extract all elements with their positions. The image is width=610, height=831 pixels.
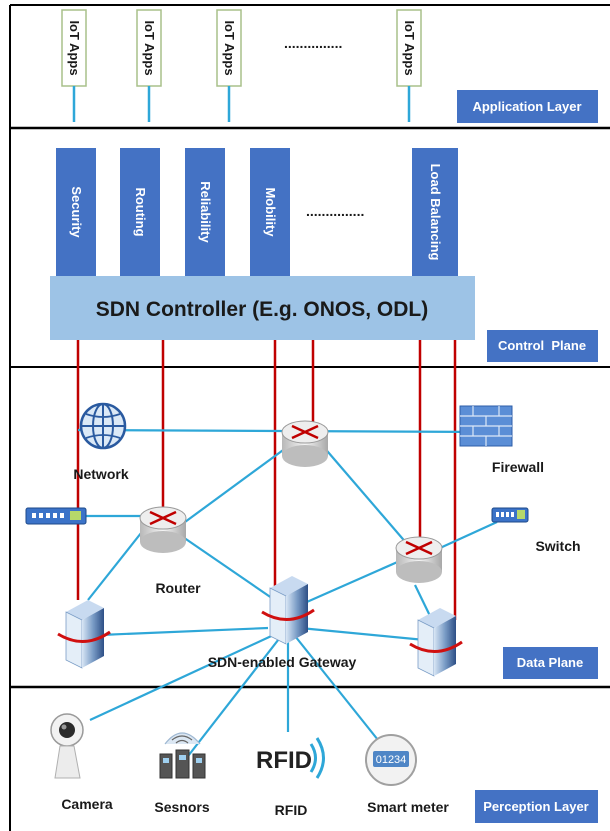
iot-app-1-label: IoT Apps xyxy=(67,20,82,75)
sdn-controller: SDN Controller (E.g. ONOS, ODL) xyxy=(50,276,475,340)
router-left-icon xyxy=(139,506,187,553)
iot-app-2: IoT Apps xyxy=(136,9,162,122)
sdn-controller-label: SDN Controller (E.g. ONOS, ODL) xyxy=(96,298,429,321)
iot-app-4-label: IoT Apps xyxy=(402,20,417,75)
perception-layer-badge: Perception Layer xyxy=(475,790,598,823)
network-label: Network xyxy=(73,466,128,482)
gateway-center-icon xyxy=(261,576,315,645)
rfid-label: RFID xyxy=(275,802,308,818)
sensors-icon xyxy=(159,732,206,779)
globe-icon xyxy=(79,402,127,450)
service-security: Security xyxy=(56,148,96,276)
service-load-balancing: Load Balancing xyxy=(412,148,458,276)
application-layer-badge: Application Layer xyxy=(457,90,598,123)
service-routing: Routing xyxy=(120,148,160,276)
iot-app-3: IoT Apps xyxy=(216,9,242,122)
service-reliability: Reliability xyxy=(185,148,225,276)
gateway-left-icon xyxy=(57,600,111,669)
service-security-label: Security xyxy=(69,186,84,238)
rfid-icon: RFID xyxy=(256,737,325,779)
perception-layer-label: Perception Layer xyxy=(483,799,589,814)
firewall-label: Firewall xyxy=(492,459,544,475)
layer-dividers xyxy=(9,4,610,831)
switch-label: Switch xyxy=(535,538,580,554)
service-routing-label: Routing xyxy=(133,187,148,236)
control-links xyxy=(76,340,457,620)
router-right-icon xyxy=(395,536,443,583)
firewall-icon xyxy=(459,405,513,447)
switch-right-icon xyxy=(491,507,529,523)
service-load-balancing-label: Load Balancing xyxy=(428,164,443,261)
rfid-logo-text: RFID xyxy=(256,747,312,774)
camera-label: Camera xyxy=(61,796,113,812)
gateway-label: SDN-enabled Gateway xyxy=(208,654,357,670)
smart-meter-label: Smart meter xyxy=(367,799,449,815)
iot-app-2-label: IoT Apps xyxy=(142,20,157,75)
service-mobility-label: Mobility xyxy=(263,187,278,237)
service-mobility: Mobility xyxy=(250,148,290,276)
control-plane-label: Control Plane xyxy=(498,338,586,353)
smart-meter-icon: 01234 xyxy=(365,734,417,786)
gateway-right-icon xyxy=(409,608,463,677)
service-reliability-label: Reliability xyxy=(198,181,213,243)
data-plane-label: Data Plane xyxy=(517,655,583,670)
router-top-icon xyxy=(281,420,329,467)
data-plane-badge: Data Plane xyxy=(503,647,598,679)
app-ellipsis: ............... xyxy=(284,35,342,51)
iot-app-3-label: IoT Apps xyxy=(222,20,237,75)
smart-meter-reading: 01234 xyxy=(376,754,407,766)
service-ellipsis: ............... xyxy=(306,203,364,219)
router-label: Router xyxy=(155,580,201,596)
iot-app-4: IoT Apps xyxy=(396,9,422,122)
sensors-label: Sesnors xyxy=(154,799,209,815)
application-layer-label: Application Layer xyxy=(472,99,581,114)
iot-app-1: IoT Apps xyxy=(61,9,87,122)
control-plane-badge: Control Plane xyxy=(487,330,598,362)
camera-icon xyxy=(50,713,84,779)
switch-left-icon xyxy=(25,507,87,525)
